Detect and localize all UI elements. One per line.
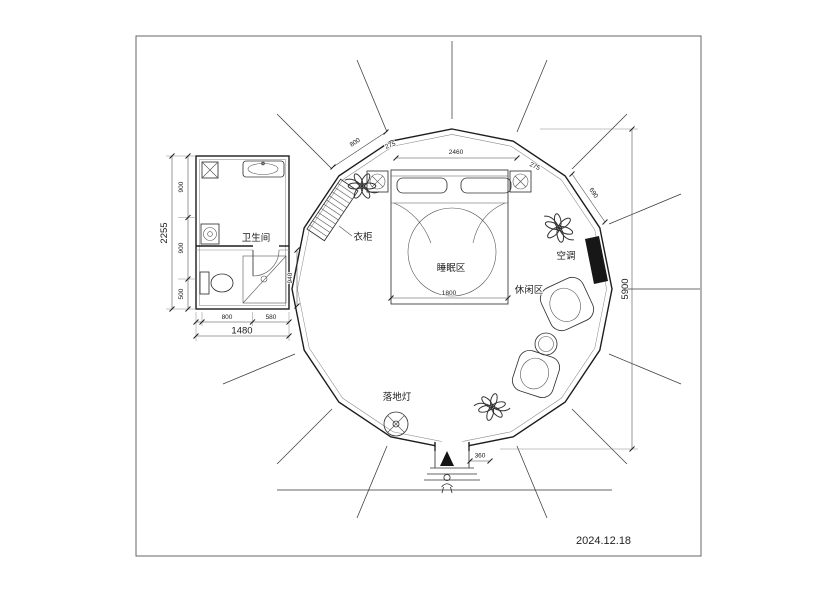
entrance-arrow-icon xyxy=(440,451,454,466)
dim-left-seg3: 500 xyxy=(178,288,185,299)
washing-machine xyxy=(200,223,220,245)
shower xyxy=(242,255,287,304)
faucet xyxy=(261,161,265,166)
plant-icon xyxy=(471,389,513,425)
label-bathroom: 卫生间 xyxy=(242,232,271,244)
toilet xyxy=(199,271,234,295)
date-stamp: 2024.12.18 xyxy=(576,535,631,547)
pillow xyxy=(460,177,512,194)
dim-top-edge-right xyxy=(571,173,606,223)
entrance xyxy=(424,441,480,494)
wardrobe-leader xyxy=(338,225,353,237)
dim-bath-total-text: 1480 xyxy=(231,326,252,337)
ac-unit xyxy=(585,236,608,284)
label-sleeping-area: 睡眠区 xyxy=(437,262,466,274)
dim-left-seg1: 900 xyxy=(178,181,185,192)
dim-entrance-text: 360 xyxy=(475,453,486,460)
room-labels: 卫生间 衣柜 睡眠区 空调 休闲区 落地灯 xyxy=(241,230,577,404)
dim-top-edge-left-text: 800 xyxy=(349,137,362,149)
dim-top-offset-left-text: 275 xyxy=(384,140,397,150)
dim-top-span-text: 2460 xyxy=(449,149,464,156)
sink-counter xyxy=(242,160,285,178)
radial-lines xyxy=(222,41,700,519)
side-table xyxy=(534,332,558,356)
bathroom-outline xyxy=(195,155,290,310)
wardrobe xyxy=(306,178,359,242)
bed-rug xyxy=(407,207,497,297)
label-leisure-area: 休闲区 xyxy=(515,284,544,296)
bed xyxy=(390,169,512,305)
drain xyxy=(260,275,268,283)
armchair-top xyxy=(539,276,595,332)
dim-top-edge-left xyxy=(332,131,387,168)
label-air-conditioner: 空调 xyxy=(556,250,575,262)
bathroom xyxy=(195,155,290,310)
dim-passage-text: 940 xyxy=(287,272,294,283)
pillow xyxy=(396,177,448,194)
dim-bed-width-text: 1800 xyxy=(442,290,457,297)
label-floor-lamp: 落地灯 xyxy=(383,391,412,403)
drawing-frame xyxy=(135,35,702,557)
dim-overall-height-text: 5900 xyxy=(620,278,631,299)
floor-lamp-symbol xyxy=(383,411,409,437)
nightstand-right xyxy=(509,170,532,193)
label-wardrobe: 衣柜 xyxy=(353,231,373,243)
plant-icon xyxy=(536,208,582,248)
armchair-bottom xyxy=(511,349,561,399)
dim-left-total-text: 2255 xyxy=(159,222,170,243)
door-swing xyxy=(252,249,280,277)
nightstand-left xyxy=(366,170,389,193)
dim-left-seg2: 900 xyxy=(178,242,185,253)
entrance-opening xyxy=(435,441,469,451)
water-heater xyxy=(201,161,219,179)
plant-icon xyxy=(344,172,380,200)
room-outline xyxy=(291,128,613,450)
dim-bath-seg1: 800 xyxy=(222,314,233,321)
dim-bath-seg2: 580 xyxy=(266,314,277,321)
dim-top-edge-right-text: 690 xyxy=(587,187,599,200)
